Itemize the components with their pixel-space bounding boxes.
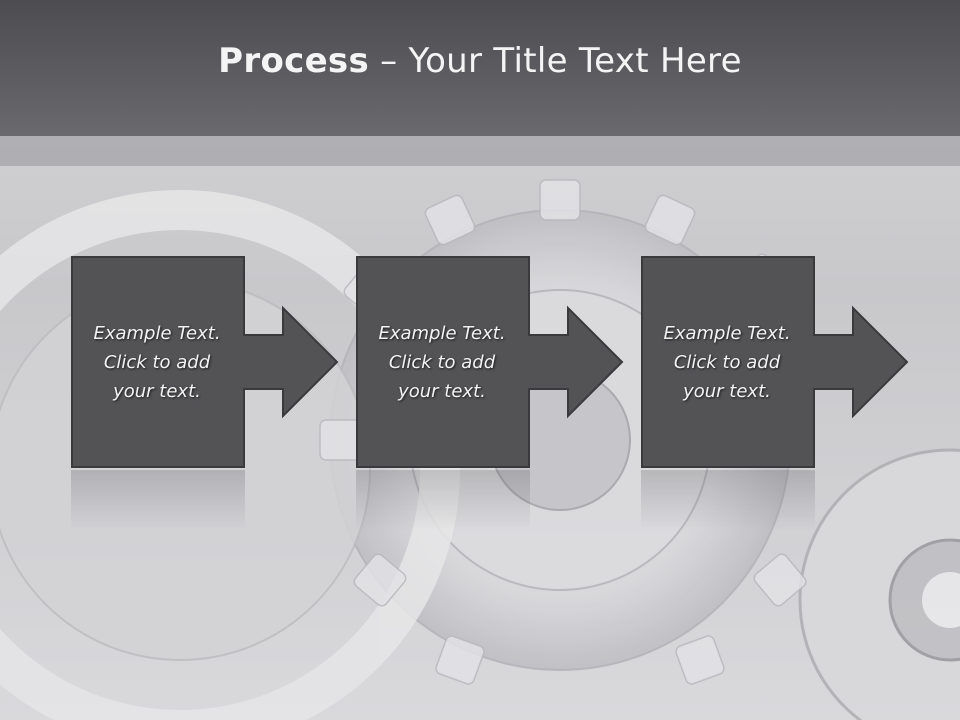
step-text-line: your text. <box>683 380 771 402</box>
title-bold-word: Process <box>218 41 370 81</box>
step-text-line: Click to add <box>673 351 781 373</box>
step-text-line: your text. <box>398 380 486 402</box>
step-text[interactable]: Example Text. Click to add your text. <box>71 256 243 468</box>
step-text[interactable]: Example Text. Click to add your text. <box>641 256 813 468</box>
title-dash: – <box>369 41 409 81</box>
title-bar: Process – Your Title Text Here <box>0 0 960 136</box>
step-arrow-shape <box>356 256 624 468</box>
step-reflection <box>356 470 530 530</box>
process-step-1[interactable]: Example Text. Click to add your text. <box>71 256 411 468</box>
step-text-line: Click to add <box>103 351 211 373</box>
title-underline-strip <box>0 136 960 166</box>
process-step-2[interactable]: Example Text. Click to add your text. <box>356 256 696 468</box>
step-reflection <box>641 470 815 530</box>
step-arrow-shape <box>641 256 909 468</box>
slide-title[interactable]: Process – Your Title Text Here <box>218 41 742 81</box>
step-text-line: Example Text. <box>378 322 506 344</box>
step-text-line: Example Text. <box>93 322 221 344</box>
step-arrow-shape <box>71 256 339 468</box>
step-text-line: Click to add <box>388 351 496 373</box>
step-reflection <box>71 470 245 530</box>
step-text[interactable]: Example Text. Click to add your text. <box>356 256 528 468</box>
step-text-line: your text. <box>113 380 201 402</box>
process-step-3[interactable]: Example Text. Click to add your text. <box>641 256 960 468</box>
step-text-line: Example Text. <box>663 322 791 344</box>
title-placeholder-text: Your Title Text Here <box>408 41 742 81</box>
